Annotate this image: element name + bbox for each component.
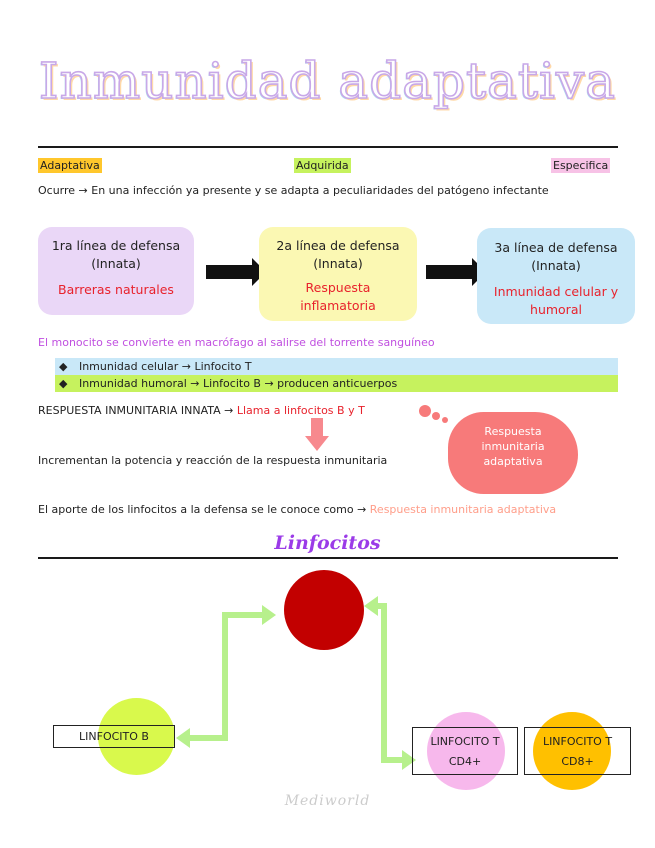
bullet-humoral-text: Inmunidad humoral → Linfocito B → produc…	[78, 377, 398, 390]
connector-line	[372, 603, 387, 609]
defense-box-3-title: 3a línea de defensa	[494, 240, 618, 255]
tag-adaptativa: Adaptativa	[38, 158, 102, 173]
defense-box-2: 2a línea de defensa (Innata) Respuesta i…	[259, 227, 417, 321]
diamond-bullet-icon: ◆	[59, 360, 68, 373]
innate-response-line: RESPUESTA INMUNITARIA INNATA → Llama a l…	[38, 404, 365, 417]
connector-line	[381, 757, 405, 763]
defense-box-1-subtitle: (Innata)	[91, 256, 141, 271]
cd8-name: LINFOCITO T	[542, 735, 613, 748]
thought-dot	[432, 412, 440, 420]
arrow-left-icon	[364, 596, 378, 616]
bullet-celular: ◆ Inmunidad celular → Linfocito T	[55, 358, 618, 375]
arrow-right-icon	[402, 750, 416, 770]
arrow-left-icon	[176, 728, 190, 748]
thought-cloud-text: Respuesta inmunitaria adaptativa	[481, 425, 545, 468]
defense-box-1-title: 1ra línea de defensa	[51, 238, 181, 253]
thought-dot	[419, 405, 431, 417]
increase-line: Incrementan la potencia y reacción de la…	[38, 454, 388, 467]
connector-line	[222, 612, 228, 740]
arrow-down-icon	[305, 418, 329, 451]
defense-box-1-detail: Barreras naturales	[58, 282, 174, 297]
section-divider	[38, 557, 618, 559]
central-cell	[284, 570, 364, 650]
bullet-humoral: ◆ Inmunidad humoral → Linfocito B → prod…	[55, 375, 618, 392]
diamond-bullet-icon: ◆	[59, 377, 68, 390]
connector-line	[381, 603, 387, 763]
innate-response-highlight: Llama a linfocitos B y T	[236, 404, 365, 417]
cd8-sub: CD8+	[561, 755, 594, 768]
intro-text: Ocurre → En una infección ya presente y …	[38, 184, 549, 197]
defense-box-2-title: 2a línea de defensa	[276, 238, 400, 253]
bullet-celular-text: Inmunidad celular → Linfocito T	[78, 360, 252, 373]
cd4-sub: CD4+	[448, 755, 482, 768]
defense-box-2-subtitle: (Innata)	[313, 256, 363, 271]
connector-line	[184, 735, 228, 741]
arrow-right-icon	[206, 258, 266, 286]
section-title: Linfocitos	[274, 532, 381, 554]
aporte-line: El aporte de los linfocitos a la defensa…	[38, 503, 556, 516]
defense-box-2-detail: Respuesta inflamatoria	[300, 280, 376, 313]
defense-box-3: 3a línea de defensa (Innata) Inmunidad c…	[477, 228, 635, 324]
aporte-highlight: Respuesta inmunitaria adaptativa	[369, 503, 557, 516]
tag-especifica: Especifica	[551, 158, 611, 173]
monocyte-note: El monocito se convierte en macrófago al…	[38, 336, 435, 349]
cd8-cell	[533, 712, 611, 790]
cd4-name: LINFOCITO T	[430, 735, 500, 748]
tag-adquirida: Adquirida	[294, 158, 351, 173]
innate-response-prefix: RESPUESTA INMUNITARIA INNATA →	[38, 404, 234, 417]
defense-box-3-subtitle: (Innata)	[531, 258, 581, 273]
thought-cloud: Respuesta inmunitaria adaptativa	[448, 412, 578, 494]
title-divider	[38, 146, 618, 148]
cd4-label-box: LINFOCITO T CD4+	[412, 727, 518, 775]
linfocito-b-cell	[98, 698, 175, 775]
aporte-prefix: El aporte de los linfocitos a la defensa…	[38, 503, 367, 516]
defense-box-3-detail: Inmunidad celular y humoral	[493, 284, 619, 317]
connector-line	[222, 612, 266, 618]
linfocito-b-label: LINFOCITO B	[53, 725, 175, 748]
defense-box-1: 1ra línea de defensa (Innata) Barreras n…	[38, 227, 194, 315]
thought-dot	[442, 417, 448, 423]
cd8-label-box: LINFOCITO T CD8+	[524, 727, 631, 775]
page-title: Inmunidad adaptativa	[38, 51, 617, 111]
arrow-right-icon	[262, 605, 276, 625]
cd4-cell	[427, 712, 505, 790]
arrow-right-icon	[426, 258, 486, 286]
watermark: Mediworld	[284, 793, 371, 809]
